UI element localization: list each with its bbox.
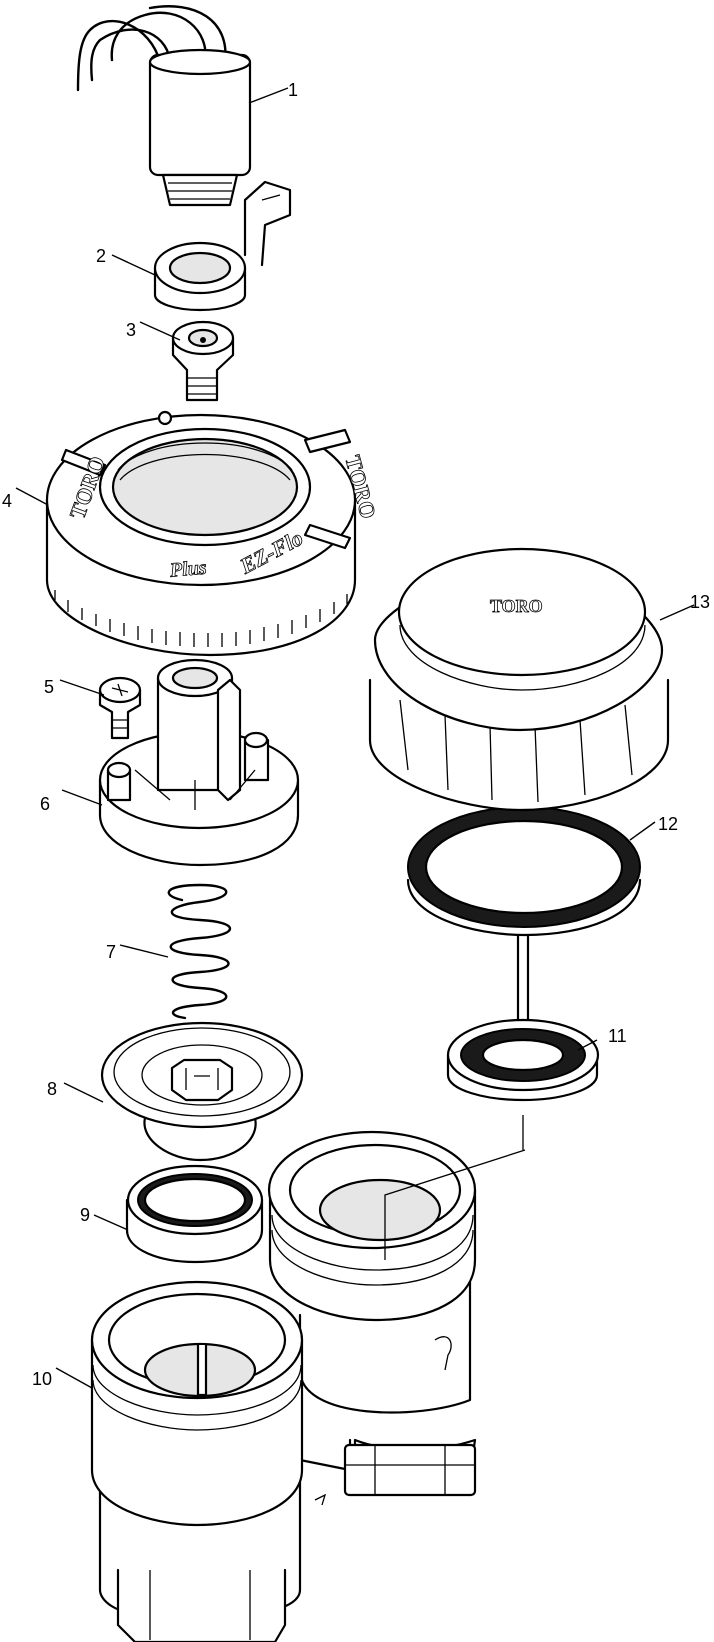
callout-6: 6 <box>40 794 50 814</box>
callout-2: 2 <box>96 246 106 266</box>
part-6-bonnet <box>98 658 300 867</box>
callout-4: 4 <box>2 491 12 511</box>
callout-5: 5 <box>44 677 54 697</box>
callout-9: 9 <box>80 1205 90 1225</box>
part-3-plunger <box>171 320 235 402</box>
callout-12: 12 <box>658 814 678 834</box>
part-7-spring <box>167 883 232 1020</box>
callout-1: 1 <box>288 80 298 100</box>
part-9-seal-ring <box>125 1164 264 1264</box>
callout-10: 10 <box>32 1369 52 1389</box>
part-13-cap: TORO <box>368 547 670 812</box>
cap-brand: TORO <box>490 596 543 616</box>
part-12-o-ring <box>406 806 642 937</box>
callout-labels: 1 2 3 4 5 6 7 8 9 10 11 12 13 <box>2 80 710 1389</box>
bonnet-product-suffix: Plus <box>168 557 208 582</box>
part-10-valve-body <box>90 1130 477 1642</box>
callout-leaders <box>15 87 695 1389</box>
callout-11: 11 <box>608 1026 627 1046</box>
part-8-diaphragm <box>100 1021 304 1162</box>
part-5-bleed-screw <box>98 676 142 740</box>
part-2-retainer <box>153 180 292 312</box>
callout-8: 8 <box>47 1079 57 1099</box>
callout-13: 13 <box>690 592 710 612</box>
part-1-solenoid <box>76 5 252 207</box>
callout-7: 7 <box>106 942 116 962</box>
part-11-flow-disc <box>384 928 600 1260</box>
part-4-bonnet-ring: TORO TORO EZ-Flo Plus <box>45 410 381 657</box>
callout-3: 3 <box>126 320 136 340</box>
